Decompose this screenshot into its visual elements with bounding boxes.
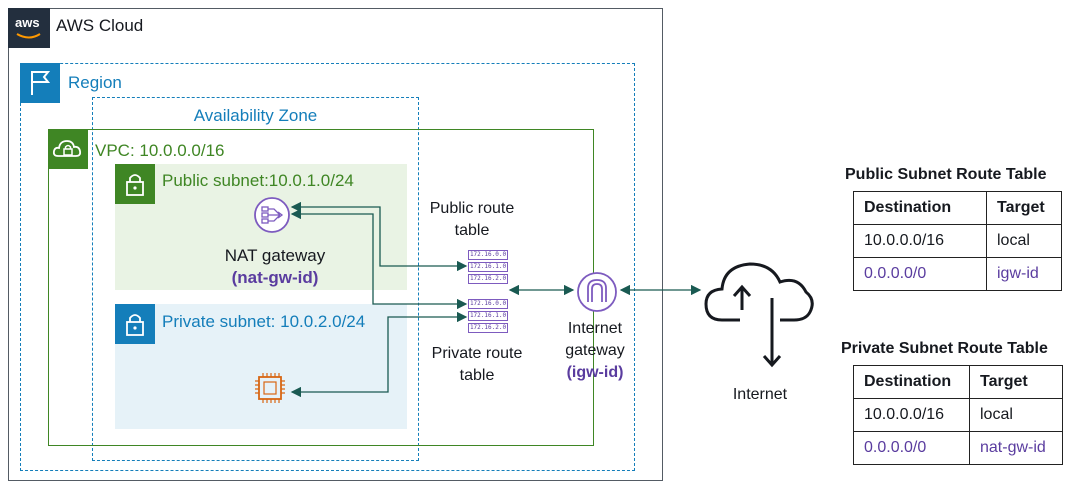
table-header-row: Destination Target xyxy=(853,365,1063,399)
aws-logo-text: aws xyxy=(15,15,40,30)
public-route-table: Destination Target 10.0.0.0/16 local 0.0… xyxy=(853,191,1062,291)
internet-cloud-icon xyxy=(704,262,814,368)
aws-cloud-container xyxy=(8,8,663,481)
private-route-table-label-line2: table xyxy=(459,367,495,384)
arrow-ec2-private-rt xyxy=(290,311,468,398)
destination-cell: 0.0.0.0/0 xyxy=(853,431,970,465)
public-route-entry: 172.16.2.0 xyxy=(468,274,508,284)
target-header: Target xyxy=(986,191,1062,225)
availability-zone-label: Availability Zone xyxy=(193,106,318,125)
nat-gateway-icon xyxy=(254,197,290,233)
public-route-entry: 172.16.1.0 xyxy=(468,262,508,272)
internet-label: Internet xyxy=(732,386,788,403)
internet-gateway-text: Internet gateway (igw-id) xyxy=(545,318,645,384)
public-subnet-label: Public subnet:10.0.1.0/24 xyxy=(162,171,354,190)
destination-cell: 10.0.0.0/16 xyxy=(853,224,987,258)
private-subnet-lock-icon xyxy=(115,304,155,344)
target-cell: local xyxy=(986,224,1062,258)
public-subnet-lock-icon xyxy=(115,164,155,204)
destination-header: Destination xyxy=(853,365,970,399)
region-label: Region xyxy=(68,73,122,92)
private-route-entry: 172.16.0.0 xyxy=(468,299,508,309)
table-row: 0.0.0.0/0 igw-id xyxy=(853,257,1062,291)
destination-header: Destination xyxy=(853,191,987,225)
internet-gateway-id: (igw-id) xyxy=(566,364,624,381)
table-header-row: Destination Target xyxy=(853,191,1062,225)
table-row: 0.0.0.0/0 nat-gw-id xyxy=(853,431,1063,465)
destination-cell: 10.0.0.0/16 xyxy=(853,398,970,432)
internet-gateway-label-line1: Internet xyxy=(567,320,623,337)
vpc-label: VPC: 10.0.0.0/16 xyxy=(95,141,225,160)
ec2-instance-icon xyxy=(255,373,285,403)
public-route-entry: 172.16.0.0 xyxy=(468,250,508,260)
private-route-entry: 172.16.2.0 xyxy=(468,323,508,333)
target-cell: nat-gw-id xyxy=(969,431,1063,465)
private-table-title: Private Subnet Route Table xyxy=(841,340,1048,357)
aws-smile-icon xyxy=(16,33,41,39)
aws-logo: aws xyxy=(8,8,50,48)
public-table-title: Public Subnet Route Table xyxy=(845,166,1047,183)
table-row: 10.0.0.0/16 local xyxy=(853,224,1062,258)
private-route-entry: 172.16.1.0 xyxy=(468,311,508,321)
region-container xyxy=(20,63,635,471)
private-route-table: Destination Target 10.0.0.0/16 local 0.0… xyxy=(853,365,1063,465)
aws-cloud-title: AWS Cloud xyxy=(56,16,144,35)
internet-gateway-label-line2: gateway xyxy=(565,342,625,359)
target-header: Target xyxy=(969,365,1063,399)
target-cell: local xyxy=(969,398,1063,432)
arrow-nat-private-rt xyxy=(290,208,468,310)
destination-cell: 0.0.0.0/0 xyxy=(853,257,987,291)
region-flag-icon xyxy=(20,63,60,103)
target-cell: igw-id xyxy=(986,257,1062,291)
vpc-cloud-lock-icon xyxy=(48,129,88,169)
internet-gateway-icon xyxy=(577,272,617,312)
table-row: 10.0.0.0/16 local xyxy=(853,398,1063,432)
arrow-nat-public-rt xyxy=(290,201,468,272)
